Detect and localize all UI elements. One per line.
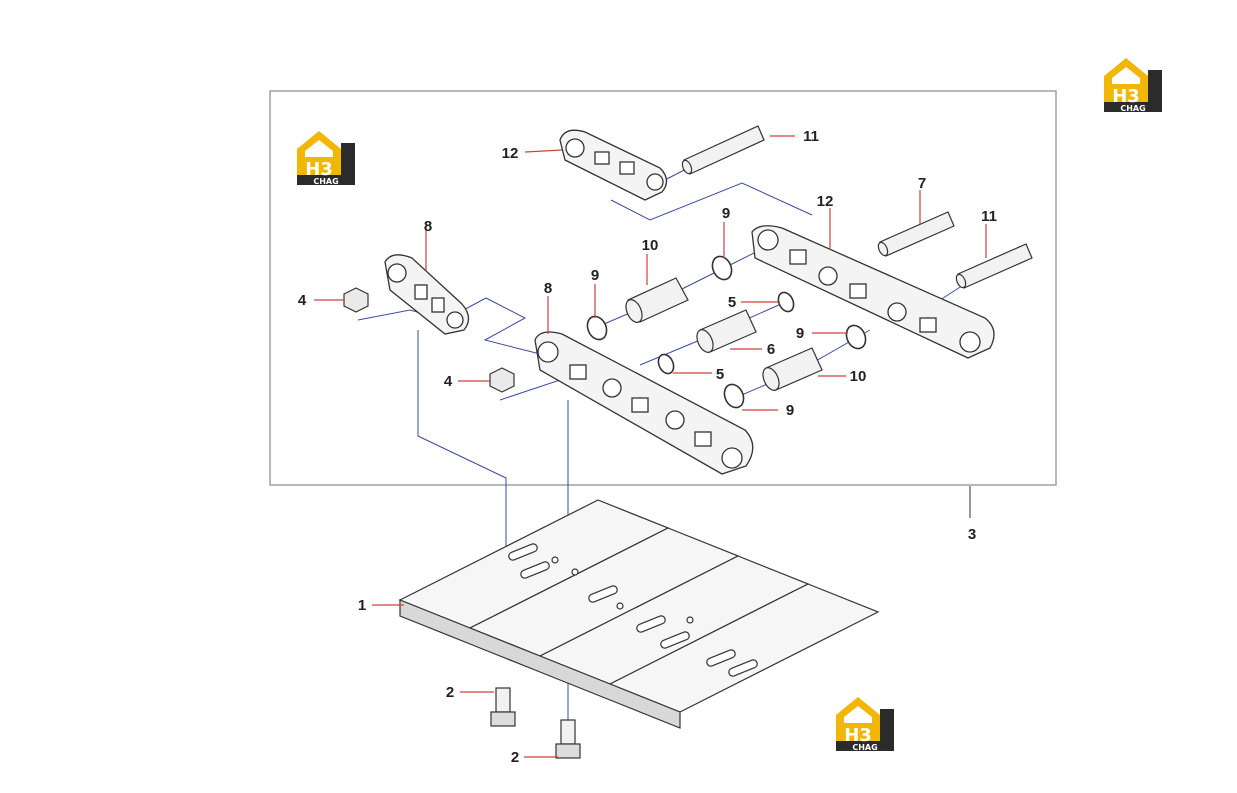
washer-5-top <box>777 291 795 313</box>
callout-9-left: 9 <box>591 267 599 284</box>
link-8-center <box>534 331 754 475</box>
callout-5-top: 5 <box>728 294 736 311</box>
track-shoe-group <box>398 499 880 729</box>
bolt-2b <box>555 719 581 759</box>
seal-9-top <box>711 255 733 281</box>
svg-text:H3: H3 <box>1112 86 1140 107</box>
seal-9-right <box>845 324 867 350</box>
callout-2-upper: 2 <box>446 684 454 701</box>
svg-text:CHAG: CHAG <box>1120 104 1145 113</box>
nut-4b <box>489 367 515 393</box>
track-shoe-edge <box>399 599 681 729</box>
callout-10-bottom: 10 <box>850 368 867 385</box>
seal-9-left <box>586 315 608 341</box>
bushing-10-bottom <box>762 347 823 391</box>
link-12-right <box>751 225 995 359</box>
svg-text:H3: H3 <box>305 159 333 180</box>
pin-11-top <box>681 125 765 175</box>
callout-3: 3 <box>968 526 976 543</box>
bolt-2a <box>490 687 516 727</box>
pin-11-right <box>955 243 1033 289</box>
leader-lines <box>314 135 987 758</box>
washer-5-bottom <box>657 353 675 375</box>
pin-7 <box>877 211 955 257</box>
callout-labels: 12 11 12 7 11 9 10 8 4 9 8 5 6 9 5 10 9 … <box>298 128 997 766</box>
callout-2-lower: 2 <box>511 749 519 766</box>
callout-1: 1 <box>358 597 366 614</box>
callout-8-left: 8 <box>424 218 432 235</box>
link-12-top <box>559 129 668 201</box>
callout-8-center: 8 <box>544 280 552 297</box>
svg-text:H3: H3 <box>844 725 872 746</box>
bushing-6 <box>696 309 757 353</box>
callout-12-top: 12 <box>502 145 519 162</box>
callout-9-bottom: 9 <box>786 402 794 419</box>
link-8-left <box>384 254 470 335</box>
svg-text:CHAG: CHAG <box>852 743 877 752</box>
seal-9-bottom <box>723 383 745 409</box>
logo-top-right: H3 CHAG <box>1104 58 1162 113</box>
callout-11-right: 11 <box>981 208 997 225</box>
callout-9-top: 9 <box>722 205 730 222</box>
callout-12-right: 12 <box>817 193 834 210</box>
callout-9-right: 9 <box>796 325 804 342</box>
callout-11-top: 11 <box>803 128 819 145</box>
callout-10-top: 10 <box>642 237 659 254</box>
svg-text:CHAG: CHAG <box>313 177 338 186</box>
callout-4-top: 4 <box>298 292 307 309</box>
logo-bottom: H3 CHAG <box>836 697 894 752</box>
callout-4-bottom: 4 <box>444 373 453 390</box>
callout-6: 6 <box>767 341 775 358</box>
logo-upper-left: H3 CHAG <box>297 131 355 186</box>
nut-4a <box>343 287 369 313</box>
callout-5-bottom: 5 <box>716 366 724 383</box>
bushing-10-top <box>625 277 689 323</box>
callout-7: 7 <box>918 175 926 192</box>
assembly-frame <box>269 90 1057 486</box>
